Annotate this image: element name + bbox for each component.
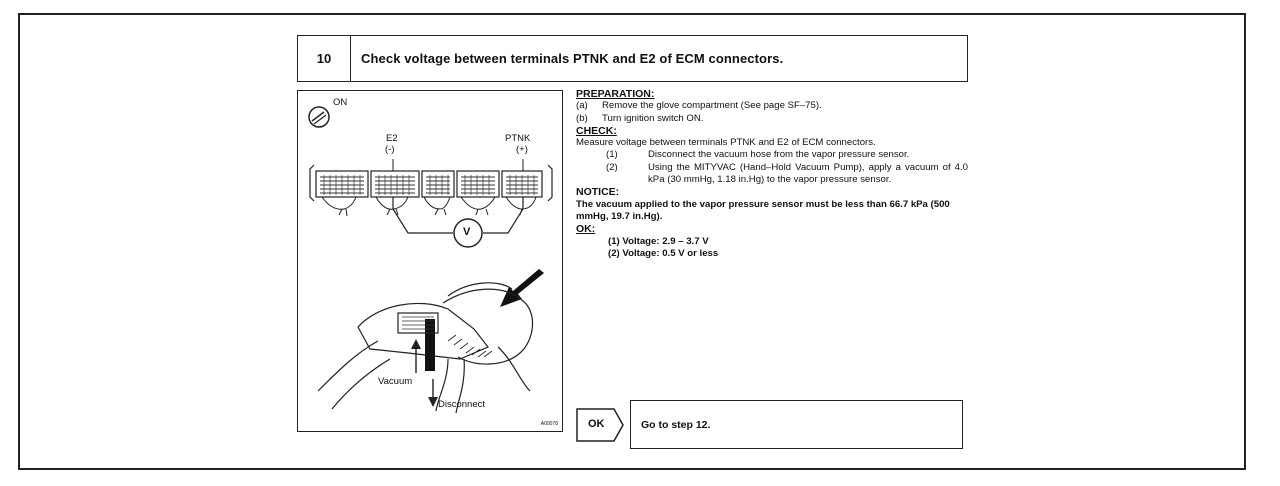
disconnect-label: Disconnect [438, 399, 485, 410]
list-item: (1) Disconnect the vacuum hose from the … [606, 149, 910, 161]
vacuum-label: Vacuum [378, 376, 413, 387]
diagram-drawing [308, 106, 553, 414]
ok-criteria: (1) Voltage: 2.9 – 3.7 V (2) Voltage: 0.… [608, 235, 719, 259]
connector-diagram: ON E2 (-) PTNK (+) V Vacuum Disconnect A… [297, 90, 563, 432]
figure-code: A00078 [540, 421, 558, 427]
ok-tag: OK [576, 407, 624, 442]
ok-arrow-icon [576, 407, 624, 442]
instructions: PREPARATION: (a) Remove the glove compar… [576, 88, 968, 260]
ok-destination: Go to step 12. [630, 400, 963, 449]
ignition-label: ON [333, 97, 348, 108]
list-item: (2) Using the MITYVAC (Hand–Hold Vacuum … [606, 161, 968, 186]
ok-heading: OK: [576, 223, 596, 236]
vapor-pressure-sensor-sketch [317, 282, 534, 414]
terminal-ptnk-label: PTNK [505, 133, 531, 144]
check-heading: CHECK: [576, 124, 617, 137]
terminal-e2-polarity: (-) [385, 144, 395, 155]
ignition-switch-icon [308, 106, 330, 128]
page-frame [18, 13, 1246, 470]
step-header: 10 Check voltage between terminals PTNK … [297, 35, 968, 82]
terminal-e2-label: E2 [386, 133, 398, 144]
voltmeter-symbol: V [463, 226, 471, 238]
list-item: (a) Remove the glove compartment (See pa… [576, 100, 822, 112]
notice-text: The vacuum applied to the vapor pressure… [576, 198, 950, 222]
notice-heading: NOTICE: [576, 186, 620, 199]
terminal-ptnk-polarity: (+) [516, 144, 528, 155]
preparation-heading: PREPARATION: [576, 88, 655, 100]
voltmeter-icon [453, 218, 483, 248]
ok-tag-label: OK [588, 417, 605, 430]
check-intro: Measure voltage between terminals PTNK a… [576, 137, 876, 149]
step-number: 10 [298, 36, 351, 81]
ok-result: OK Go to step 12. [576, 400, 963, 449]
arrow-icon [500, 269, 544, 307]
step-title: Check voltage between terminals PTNK and… [361, 51, 784, 66]
list-item: (b) Turn ignition switch ON. [576, 112, 704, 124]
